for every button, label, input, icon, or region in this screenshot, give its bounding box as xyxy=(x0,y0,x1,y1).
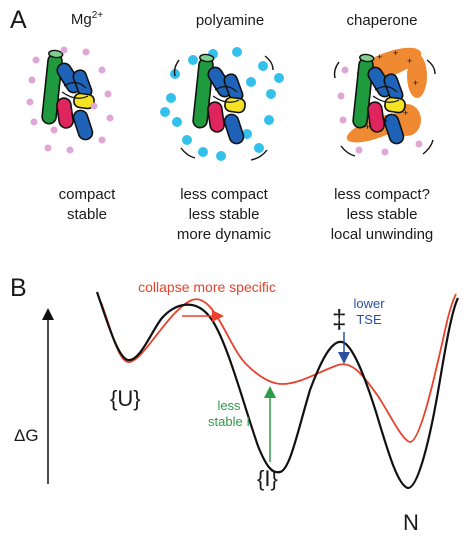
mg-title-main: Mg xyxy=(70,11,92,28)
motion-arcs xyxy=(173,55,274,161)
svg-text:+: + xyxy=(377,52,382,62)
mg-caption-line: compact xyxy=(58,186,116,203)
mg-title-sup: 2+ xyxy=(91,10,104,21)
polyamine-dots xyxy=(160,47,284,161)
chaperone-title: chaperone xyxy=(346,12,418,29)
mg-caption-line: stable xyxy=(66,206,108,223)
svg-text:+: + xyxy=(365,122,370,132)
svg-text:+: + xyxy=(413,78,418,88)
chaperone-charges: + + + + + + + xyxy=(365,48,418,132)
red-energy-curve xyxy=(100,293,457,443)
delta-g-label: ΔG xyxy=(14,426,39,445)
transition-state-label: ‡ xyxy=(332,304,347,334)
red-annotation: collapse more specific xyxy=(138,279,276,295)
polyamine-caption-line: less compact xyxy=(180,186,268,203)
blue-annotation: lower TSE xyxy=(346,296,392,328)
svg-text:+: + xyxy=(393,48,398,58)
chaperone-caption: less compact? less stable local unwindin… xyxy=(297,185,467,245)
panel-a-letter: A xyxy=(10,6,27,34)
mg-ion-dots xyxy=(26,46,114,154)
unwinding-arcs xyxy=(333,59,436,157)
mg-caption: compact stable xyxy=(2,185,172,225)
polyamine-caption: less compact less stable more dynamic xyxy=(139,185,309,245)
green-annotation: less stable I xyxy=(194,398,264,430)
mg-title: Mg2+ xyxy=(12,10,162,28)
unfolded-state-label: {U} xyxy=(110,386,141,411)
green-annotation-line: stable I xyxy=(208,414,250,429)
black-energy-curve xyxy=(95,291,459,490)
svg-text:+: + xyxy=(383,116,388,126)
panel-a: A Mg2+ polyamine chaperone xyxy=(0,0,475,262)
chaperone-ion-dots xyxy=(337,66,423,156)
rna-structures: + + + + + + + xyxy=(26,46,436,161)
blue-annotation-line: lower xyxy=(353,296,385,311)
intermediate-state-label: {I} xyxy=(257,466,278,491)
polyamine-rna-structure xyxy=(160,47,284,161)
panel-b: B ΔG collapse more spe xyxy=(0,262,475,547)
native-state-label: N xyxy=(403,510,419,535)
blue-annotation-line: TSE xyxy=(356,312,382,327)
polyamine-title: polyamine xyxy=(195,12,265,29)
panel-b-letter: B xyxy=(10,274,27,302)
mg-rna-structure xyxy=(26,46,114,154)
svg-text:+: + xyxy=(407,56,412,66)
chaperone-caption-line: local unwinding xyxy=(330,226,434,243)
svg-text:+: + xyxy=(403,108,408,118)
polyamine-caption-line: more dynamic xyxy=(176,226,272,243)
chaperone-caption-line: less compact? xyxy=(334,186,430,203)
chaperone-rna-structure: + + + + + + + xyxy=(333,47,436,157)
polyamine-caption-line: less stable xyxy=(188,206,260,223)
green-annotation-line: less xyxy=(217,398,241,413)
chaperone-caption-line: less stable xyxy=(346,206,418,223)
energy-landscape xyxy=(42,291,459,490)
